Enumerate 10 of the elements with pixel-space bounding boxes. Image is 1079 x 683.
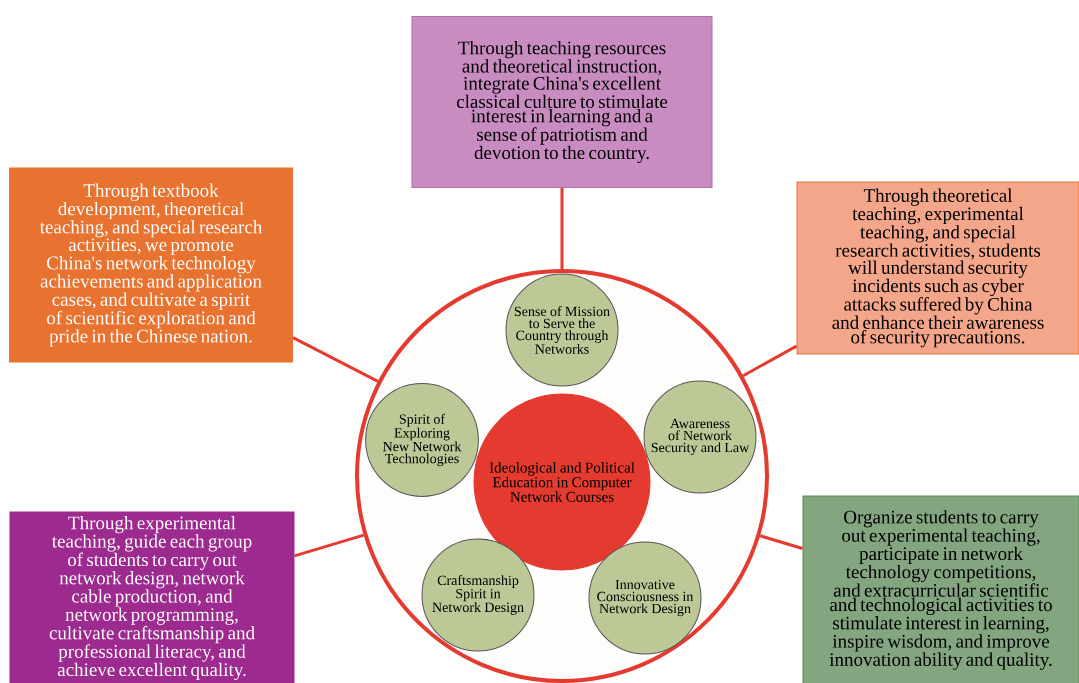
text-box: Through textbook development, theoretical teaching, and special research activities, we promote China's network technology achievements and application cases, and cultivate a spirit of scientific exploration and pride in the Chinese nation. — [9, 167, 293, 363]
text-box: Organize students to carry out experimental teaching, participate in network technology competitions, and extracurricular scientific and technological activities to stimulate interest in learning, inspire wisdom, and improve innovation ability and quality. — [802, 495, 1079, 683]
text-box: Through theoretical teaching, experimental teaching, and special research activities, students will understand security incidents such as cyber attacks suffered by China and enhance their awareness of security precautions. — [796, 181, 1079, 355]
connector-line — [759, 534, 803, 550]
connector-line — [742, 344, 798, 378]
text-box: Through experimental teaching, guide each group of students to carry out network design, network cable production, and network programming, cultivate craftsmanship and professional literacy, and achieve excellent quality. — [9, 511, 295, 683]
connector-line — [294, 533, 365, 558]
connector-line — [560, 188, 564, 269]
text-box: Through teaching resources and theoretical instruction, integrate China's excellent classical culture to stimulate interest in learning and a sense of patriotism and devotion to the country. — [411, 16, 713, 188]
connector-line — [292, 336, 379, 383]
